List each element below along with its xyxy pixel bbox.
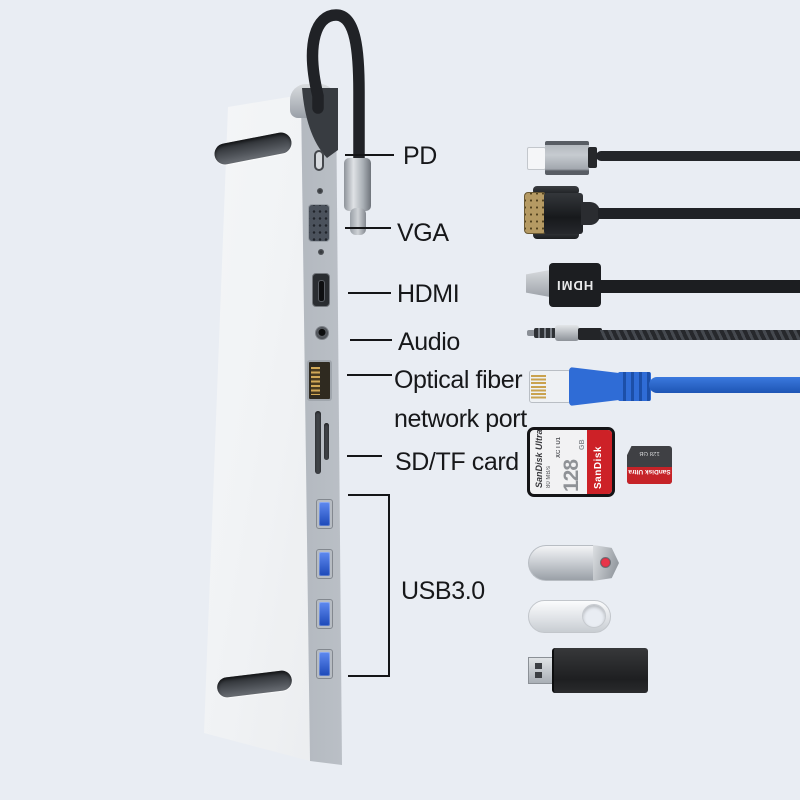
- usb3-port-2: [316, 549, 333, 579]
- microsd-red-band: SanDisk Ultra: [627, 466, 672, 484]
- usb-connector-hole: [535, 672, 542, 678]
- pd-label: PD: [403, 142, 437, 170]
- usb3-port-2-tongue: [319, 552, 330, 576]
- ethernet-label-line1: Optical fiber: [394, 366, 523, 394]
- hdmi-port-slot: [318, 280, 325, 302]
- rj45-connector-pins: [531, 375, 546, 399]
- microsd-card: 128 GB SanDisk Ultra: [627, 446, 672, 484]
- ethernet-callout-line: [347, 374, 392, 376]
- hdmi-port: [312, 273, 330, 307]
- flash-drive-white-keyring-hole: [582, 604, 606, 628]
- sd-card: SanDisk Ultra 80 MB/s XC I U1 128 GB San…: [527, 427, 615, 497]
- usb-connector-hole: [535, 663, 542, 669]
- sdtf-label: SD/TF card: [395, 448, 519, 476]
- usb3-bracket: [348, 494, 390, 677]
- audio-plug-rings: [534, 328, 556, 338]
- flash-drive-silver-body: [528, 545, 594, 581]
- sd-card-brand-text: SanDisk Ultra: [534, 429, 544, 488]
- ethernet-cable-wire: [649, 377, 800, 393]
- vga-port: [308, 204, 330, 242]
- audio-jack-port: [315, 326, 329, 340]
- sdtf-callout-line: [347, 455, 382, 457]
- screw-icon: [317, 188, 323, 194]
- audio-plug-barrel: [555, 325, 579, 341]
- usb-c-connector-barrel: [344, 158, 371, 211]
- usb3-port-1: [316, 499, 333, 529]
- flash-drive-black-usb-connector: [528, 657, 554, 684]
- audio-label: Audio: [398, 328, 460, 356]
- microsd-brand-text: SanDisk Ultra: [628, 467, 671, 475]
- hdmi-label: HDMI: [397, 280, 460, 308]
- vga-connector-plate: [524, 192, 545, 234]
- audio-callout-line: [350, 339, 392, 341]
- ethernet-port: [307, 360, 332, 401]
- sd-card-slot: [315, 411, 321, 474]
- vga-thumbscrew-top: [533, 186, 579, 195]
- hdmi-plug-tip: [526, 270, 550, 297]
- hdmi-plug-label: HDMI: [556, 277, 594, 293]
- hdmi-callout-line: [348, 292, 391, 294]
- hdmi-cable-wire: [600, 280, 800, 293]
- rj45-boot: [569, 367, 621, 406]
- pd-usb-c-port: [314, 150, 324, 171]
- flash-drive-silver-red-dot: [600, 557, 611, 568]
- screw-icon: [318, 249, 324, 255]
- audio-cable-wire: [600, 330, 800, 340]
- vga-cable-wire: [598, 208, 800, 219]
- usb3-port-1-tongue: [319, 502, 330, 526]
- pd-callout-line: [345, 154, 394, 156]
- usb3-port-4-tongue: [319, 652, 330, 676]
- hub-top-cap: [290, 84, 336, 118]
- rj45-connector: [529, 370, 571, 403]
- usb3-port-3-tongue: [319, 602, 330, 626]
- ethernet-label-line2: network port: [394, 405, 527, 433]
- usb3-port-4: [316, 649, 333, 679]
- audio-strain-relief: [578, 328, 602, 340]
- vga-callout-line: [345, 227, 391, 229]
- audio-plug-tip: [527, 330, 535, 336]
- usb-c-connector-tip: [350, 208, 366, 235]
- sd-card-capacity-unit: GB: [579, 439, 586, 451]
- usb-cable-wire: [596, 151, 800, 161]
- vga-label: VGA: [397, 219, 449, 247]
- flash-drive-black-body: [552, 648, 648, 693]
- sd-card-red-band: [587, 430, 612, 494]
- rj45-boot-ribs: [618, 372, 651, 401]
- usb-cable-strain-relief: [588, 147, 597, 168]
- usb-cable-plug-body: [545, 141, 589, 175]
- usb3-port-3: [316, 599, 333, 629]
- ethernet-port-pins: [311, 367, 320, 395]
- tf-card-slot: [324, 423, 329, 460]
- vga-cable-neck: [581, 202, 600, 225]
- microsd-capacity-text: 128 GB: [639, 450, 660, 456]
- hdmi-plug-body: HDMI: [549, 263, 601, 307]
- sd-card-speed-text: 80 MB/s: [546, 465, 552, 488]
- usb-cable-plug-tip: [527, 147, 546, 170]
- vga-connector-body: [544, 193, 583, 234]
- usb3-label: USB3.0: [401, 577, 485, 605]
- vga-thumbscrew-bottom: [533, 230, 579, 239]
- sd-card-band-brand-text: SanDisk: [593, 446, 604, 489]
